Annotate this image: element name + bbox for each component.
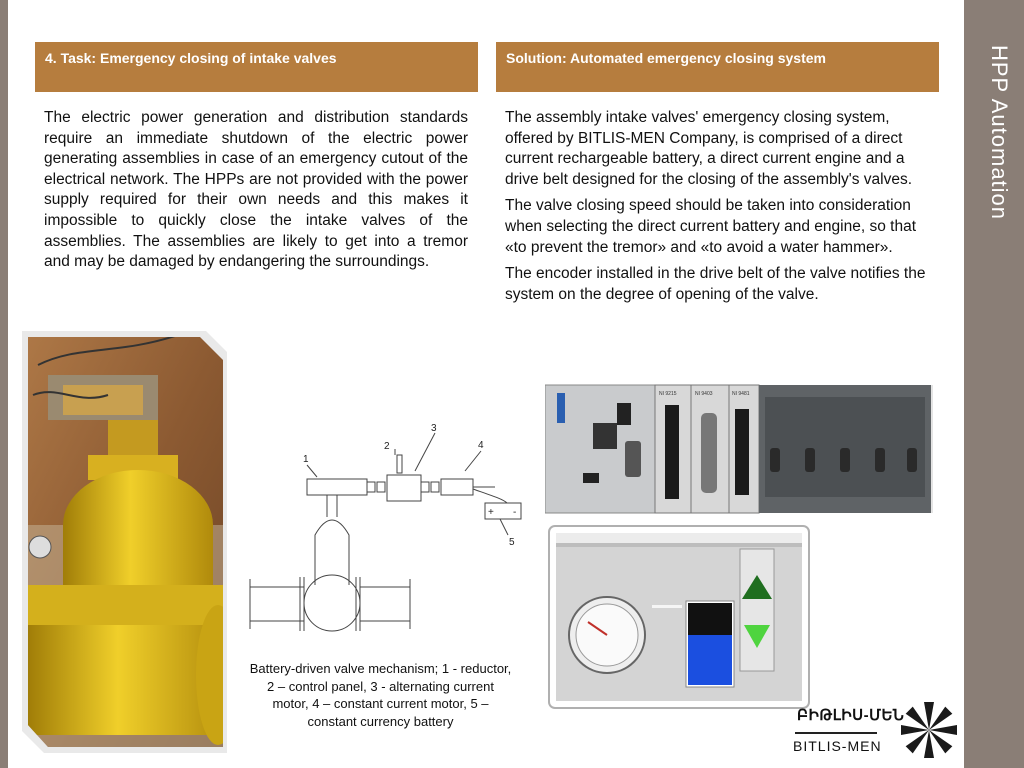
solution-paragraph: The assembly intake valves' emergency cl… <box>505 109 913 188</box>
diagram-label: 2 <box>384 441 390 452</box>
task-text: The electric power generation and distri… <box>44 109 468 271</box>
solution-text: The assembly intake valves' emergency cl… <box>505 108 935 311</box>
solution-paragraph: The valve closing speed should be taken … <box>505 197 916 256</box>
logo-text-latin: BITLIS-MEN <box>793 738 882 754</box>
diagram-label: 4 <box>478 440 484 451</box>
valve-photo <box>18 325 228 755</box>
hmi-screenshot <box>548 525 810 710</box>
diagram-label: 3 <box>431 423 437 434</box>
right-side-bar <box>964 0 1024 768</box>
controller-hardware-image: NI 9215 NI 9403 NI 9481 <box>544 383 933 515</box>
task-header: 4. Task: Emergency closing of intake val… <box>35 42 478 92</box>
left-decor-strip <box>0 0 8 768</box>
solution-paragraph: The encoder installed in the drive belt … <box>505 265 926 303</box>
logo-text-armenian: ԲԻԹԼԻՍ-ՄԵՆ <box>797 707 905 724</box>
module-label: NI 9403 <box>695 391 713 397</box>
solution-header: Solution: Automated emergency closing sy… <box>496 42 939 92</box>
diagram-caption: Battery-driven valve mechanism; 1 - redu… <box>249 661 512 729</box>
side-title: HPP Automation <box>987 45 1012 221</box>
battery-minus: - <box>513 507 516 518</box>
star-logo-icon <box>901 702 957 758</box>
module-label: NI 9481 <box>732 391 750 397</box>
battery-plus: + <box>488 507 494 518</box>
logo-divider <box>795 732 877 734</box>
valve-mechanism-diagram: 1 2 3 4 5 + - <box>245 415 535 650</box>
module-label: NI 9215 <box>659 391 677 397</box>
company-logo: ԲԻԹԼԻՍ-ՄԵՆ BITLIS-MEN <box>785 698 965 763</box>
diagram-label: 5 <box>509 537 515 548</box>
diagram-label: 1 <box>303 454 309 465</box>
